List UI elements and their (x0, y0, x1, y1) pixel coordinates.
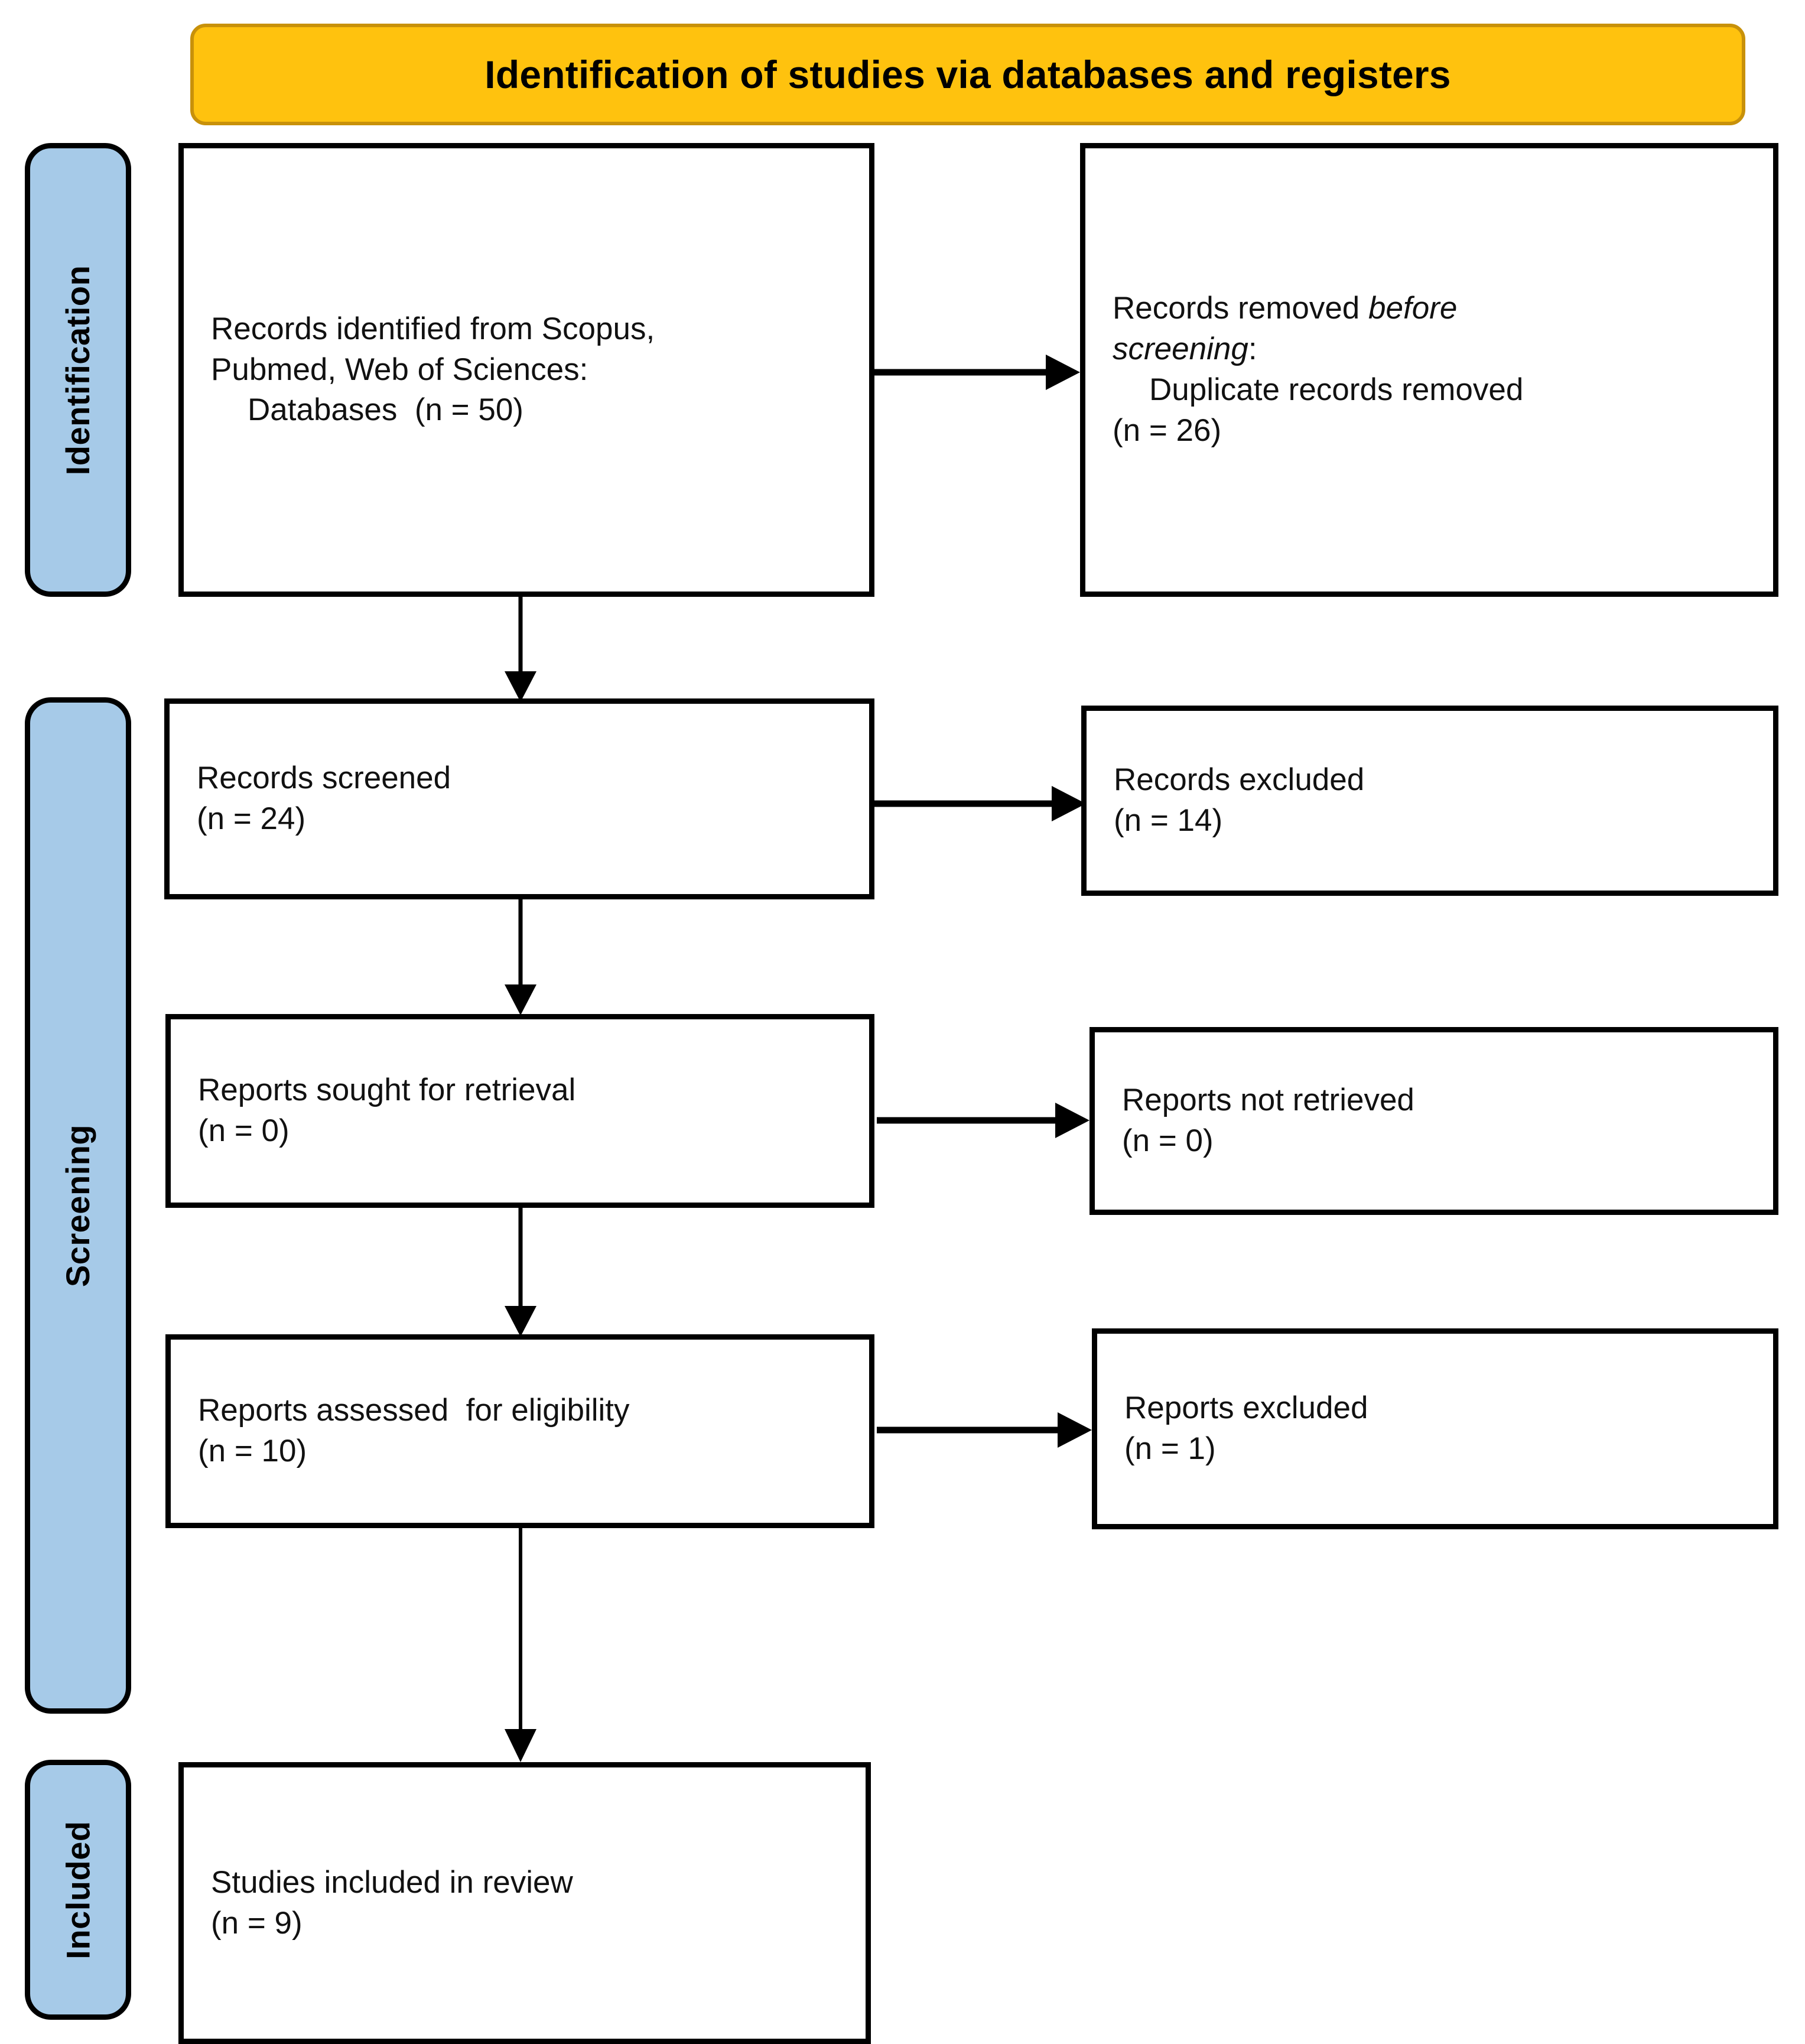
records-excluded-line-1: Records excluded (1114, 762, 1365, 798)
records-identified-line-3: Databases (n = 50) (248, 392, 523, 428)
arrow-screened-to-sought (494, 899, 547, 1018)
box-records-identified: Records identified from Scopus, Pubmed, … (178, 143, 874, 597)
box-reports-sought: Reports sought for retrieval (n = 0) (165, 1014, 874, 1208)
reports-sought-line-1: Reports sought for retrieval (198, 1073, 576, 1108)
records-removed-line-2: screening: (1113, 329, 1746, 370)
box-reports-not-retrieved: Reports not retrieved (n = 0) (1089, 1027, 1778, 1215)
stage-label-identification: Identification (59, 265, 97, 475)
reports-excluded-line-1: Reports excluded (1124, 1390, 1368, 1426)
reports-excluded-line-2: (n = 1) (1124, 1431, 1216, 1466)
reports-not-retrieved-line-1: Reports not retrieved (1122, 1083, 1414, 1118)
stage-pill-screening: Screening (25, 697, 131, 1714)
reports-not-retrieved-line-2: (n = 0) (1122, 1123, 1214, 1158)
box-records-removed: Records removed before screening: Duplic… (1080, 143, 1778, 597)
box-reports-excluded: Reports excluded (n = 1) (1092, 1328, 1778, 1529)
reports-assessed-line-2: (n = 10) (198, 1434, 307, 1468)
arrow-sought-to-not-retrieved (877, 1097, 1095, 1144)
box-reports-assessed: Reports assessed for eligibility (n = 10… (165, 1334, 874, 1528)
header-banner: Identification of studies via databases … (190, 24, 1745, 125)
arrow-screened-to-records-excluded (874, 780, 1093, 827)
reports-assessed-line-1: Reports assessed for eligibility (198, 1393, 630, 1428)
records-screened-line-2: (n = 24) (197, 801, 306, 836)
records-removed-italic-before: before (1368, 291, 1458, 326)
box-records-screened: Records screened (n = 24) (164, 698, 874, 899)
arrow-sought-to-assessed (494, 1208, 547, 1339)
records-removed-line-3: Duplicate records removed (1149, 372, 1524, 407)
records-screened-line-1: Records screened (197, 761, 451, 796)
records-removed-prefix: Records removed (1113, 291, 1369, 326)
stage-label-screening: Screening (59, 1124, 97, 1287)
banner-title: Identification of studies via databases … (484, 52, 1451, 96)
box-studies-included: Studies included in review (n = 9) (178, 1762, 871, 2044)
reports-sought-line-2: (n = 0) (198, 1113, 290, 1148)
arrow-identified-to-removed (874, 349, 1087, 396)
records-removed-line-1: Records removed before (1113, 288, 1746, 329)
records-removed-line-4: (n = 26) (1113, 412, 1222, 448)
records-removed-colon: : (1248, 332, 1257, 367)
stage-pill-identification: Identification (25, 143, 131, 597)
records-excluded-line-2: (n = 14) (1114, 803, 1223, 838)
records-identified-line-1: Records identified from Scopus, (211, 311, 655, 346)
arrow-assessed-to-included (494, 1528, 547, 1764)
records-identified-line-2: Pubmed, Web of Sciences: (211, 352, 588, 387)
studies-included-line-2: (n = 9) (211, 1905, 303, 1941)
records-removed-italic-screening: screening (1113, 332, 1248, 367)
studies-included-line-1: Studies included in review (211, 1864, 573, 1900)
box-records-excluded: Records excluded (n = 14) (1081, 706, 1778, 896)
arrow-identified-to-screened (494, 597, 547, 703)
stage-pill-included: Included (25, 1760, 131, 2020)
stage-label-included: Included (59, 1820, 97, 1959)
arrow-assessed-to-reports-excluded (877, 1406, 1101, 1454)
